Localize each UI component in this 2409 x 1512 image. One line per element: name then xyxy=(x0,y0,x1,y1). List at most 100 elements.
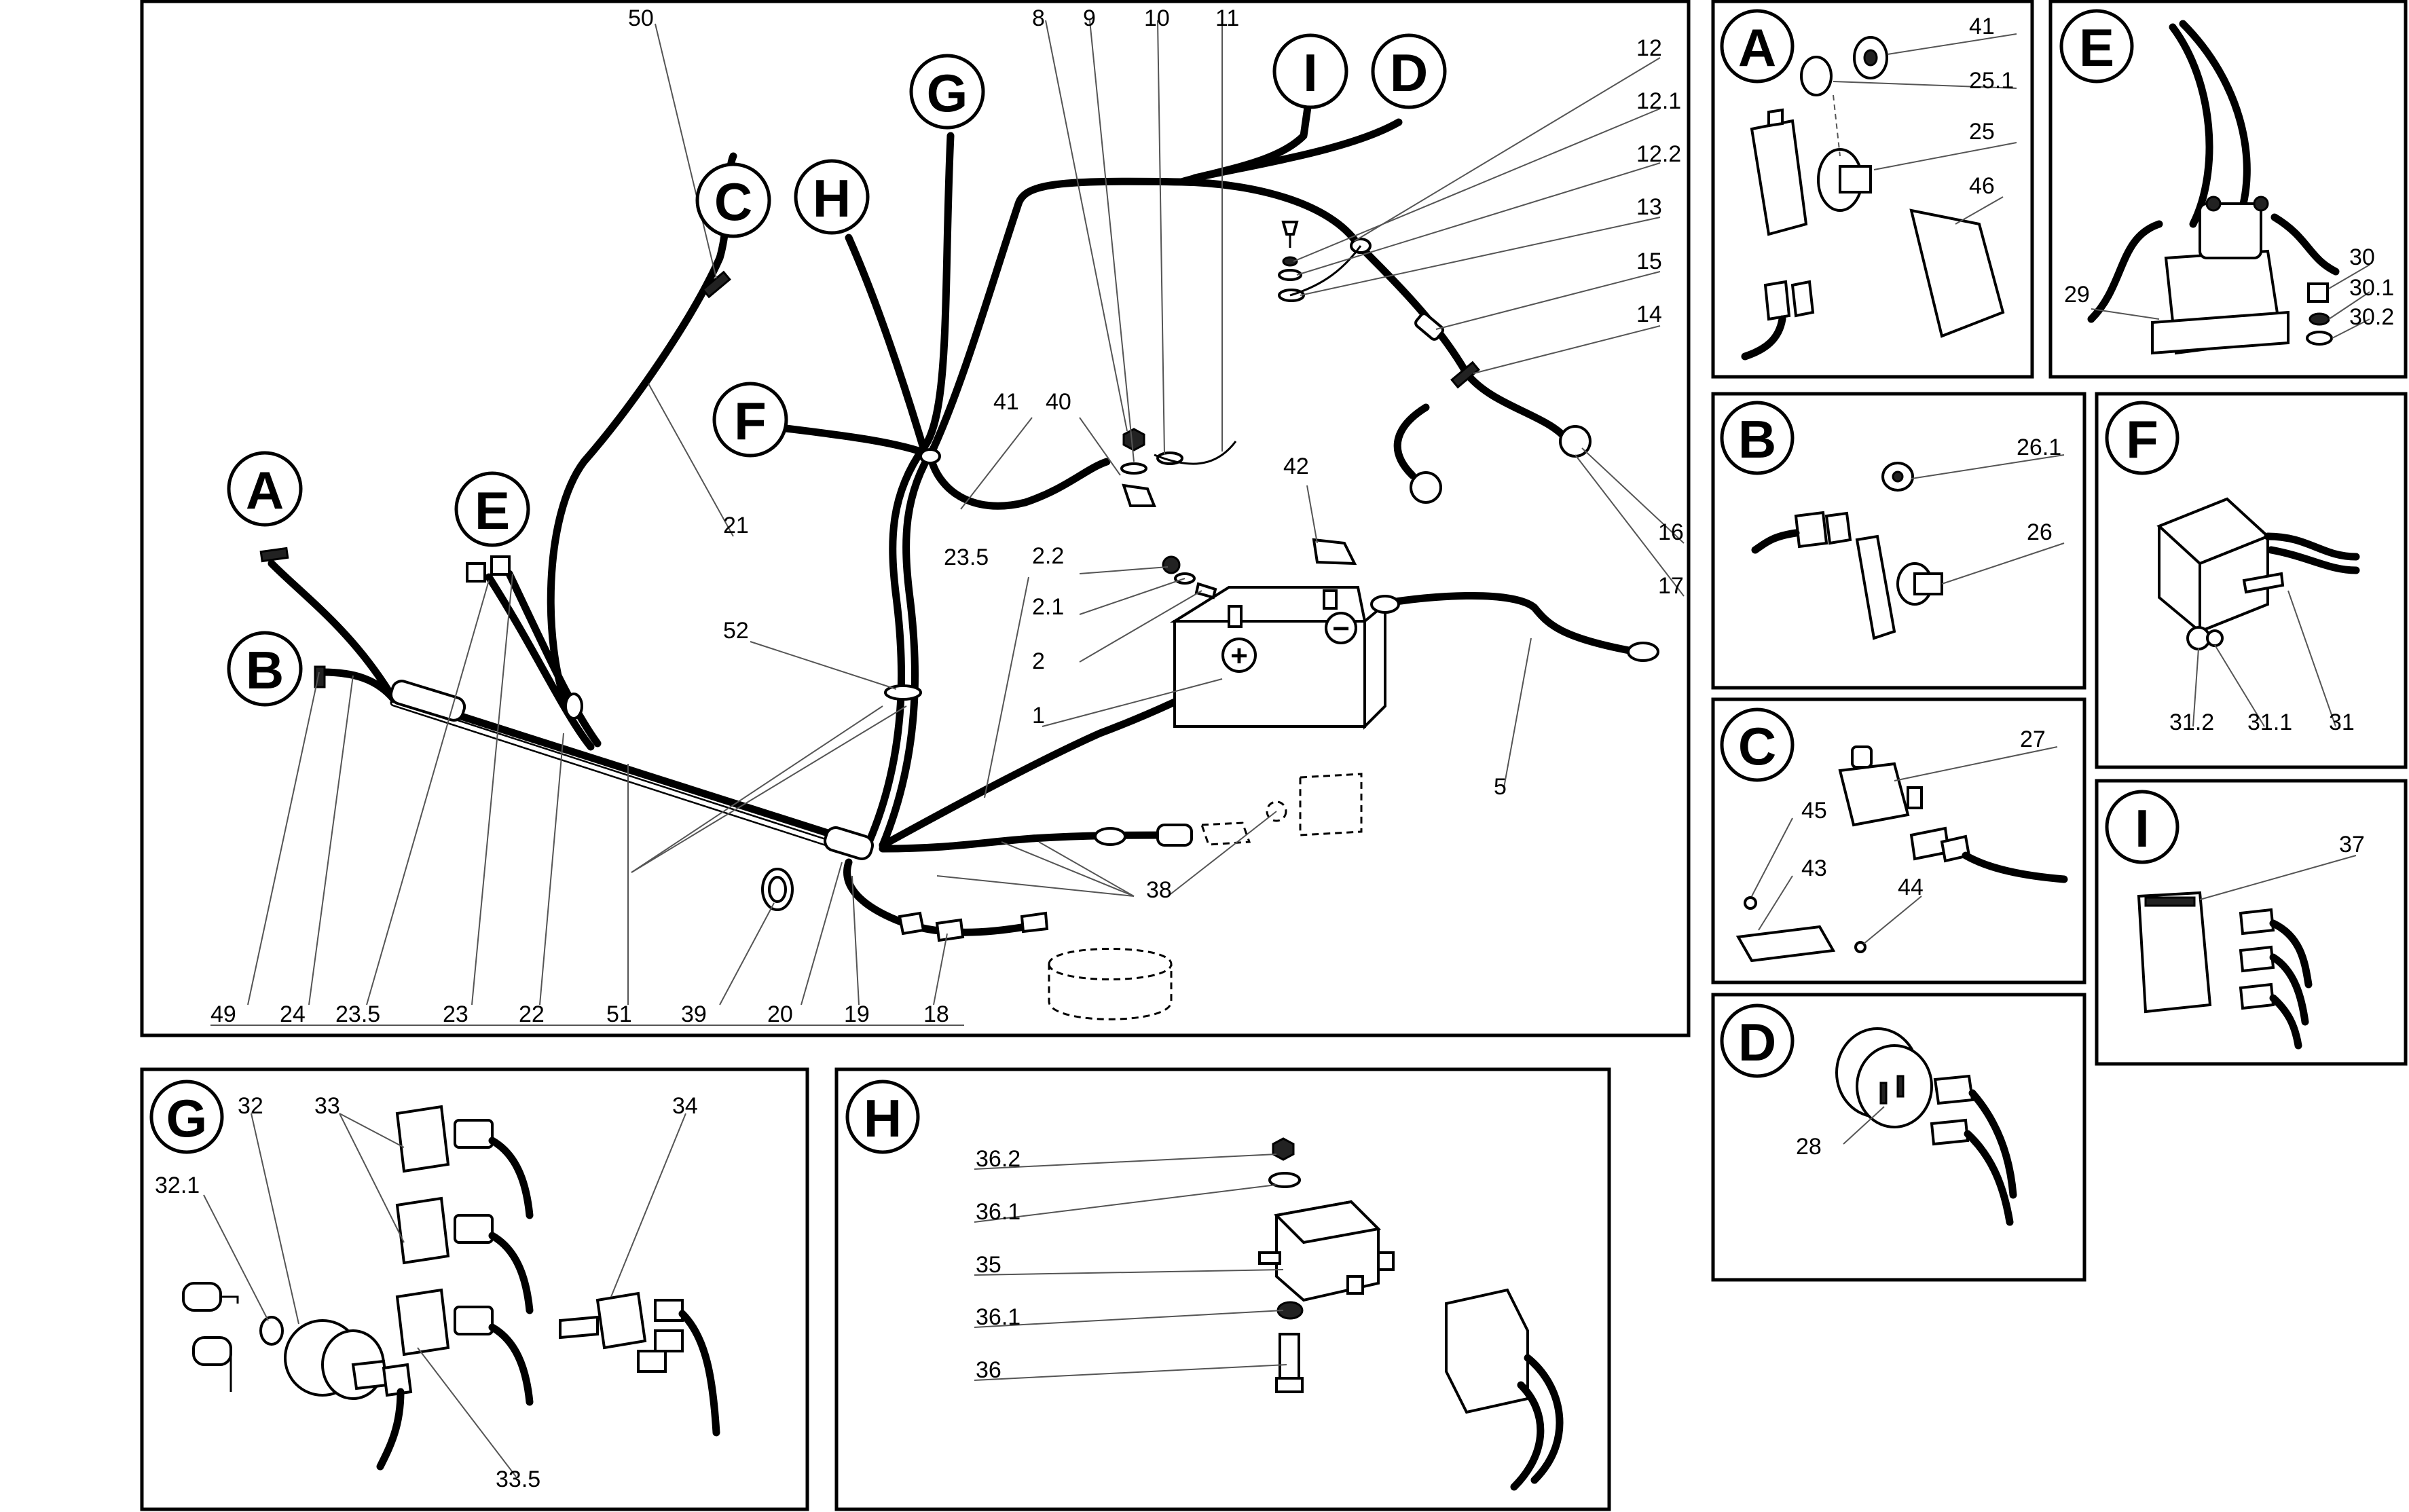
label-9: 9 xyxy=(1083,5,1096,31)
label-12-1: 12.1 xyxy=(1636,88,1681,114)
label-50: 50 xyxy=(628,5,654,31)
bubble-g: G xyxy=(909,54,985,130)
svg-text:I: I xyxy=(1303,43,1318,103)
svg-text:G: G xyxy=(166,1088,208,1148)
label-38: 38 xyxy=(1146,877,1172,903)
inset-h-label-36: 36 xyxy=(976,1357,1001,1383)
inset-d-label-28: 28 xyxy=(1796,1134,1822,1160)
e-tail-connectors xyxy=(466,555,511,583)
inset-g-label-33-5: 33.5 xyxy=(496,1467,540,1492)
bubble-i: I xyxy=(1272,33,1348,109)
svg-text:B: B xyxy=(1738,409,1776,469)
inset-i-label-37: 37 xyxy=(2339,832,2365,858)
inset-e-label-29: 29 xyxy=(2064,282,2090,308)
label-39: 39 xyxy=(681,1001,707,1027)
label-8: 8 xyxy=(1032,5,1045,31)
svg-text:A: A xyxy=(1738,18,1776,77)
svg-text:D: D xyxy=(1738,1012,1776,1072)
inset-c-label-44: 44 xyxy=(1898,874,1924,900)
battery-positive-symbol: + xyxy=(1230,640,1248,673)
inset-f: F 31.2 31.1 31 xyxy=(2095,392,2408,769)
label-23: 23 xyxy=(443,1001,468,1027)
svg-text:E: E xyxy=(2079,18,2114,77)
main-leaders xyxy=(210,20,1685,1026)
label-13: 13 xyxy=(1636,194,1662,220)
connector-38 xyxy=(898,773,1363,1020)
inset-c-label-45: 45 xyxy=(1801,798,1827,824)
label-52: 52 xyxy=(723,618,749,644)
inset-h-label-36-1b: 36.1 xyxy=(976,1304,1020,1330)
bubble-f: F xyxy=(712,382,788,458)
inset-a-label-25-1: 25.1 xyxy=(1969,68,2014,94)
label-23-5-mid: 23.5 xyxy=(944,545,989,570)
battery-negative-symbol: − xyxy=(1332,612,1350,646)
main-number-labels: 50 8 9 10 11 12 12.1 12.2 13 15 14 16 17… xyxy=(210,5,1684,1027)
harness-sleeves xyxy=(259,270,1480,861)
svg-text:H: H xyxy=(813,168,851,228)
main-harness-panel: + − xyxy=(140,0,1691,1037)
inset-f-label-31-1: 31.1 xyxy=(2247,709,2292,735)
inset-e-label-30-2: 30.2 xyxy=(2349,304,2394,330)
inset-g-label-32: 32 xyxy=(238,1093,263,1119)
svg-text:C: C xyxy=(1738,716,1776,776)
rocker-switch-3 xyxy=(395,1288,534,1406)
inset-b-label-26: 26 xyxy=(2027,519,2053,545)
inset-a: A 41 25.1 25 46 xyxy=(1711,0,2034,379)
inset-g-label-34: 34 xyxy=(672,1093,698,1119)
bubble-c: C xyxy=(695,162,771,238)
inset-c-label-43: 43 xyxy=(1801,855,1827,881)
bubble-d: D xyxy=(1371,33,1447,109)
label-20: 20 xyxy=(767,1001,793,1027)
label-2: 2 xyxy=(1032,648,1045,674)
inset-b: B 26.1 26 xyxy=(1711,392,2086,690)
inset-g-label-32-1: 32.1 xyxy=(155,1173,200,1198)
svg-text:H: H xyxy=(864,1088,902,1148)
bubble-b: B xyxy=(227,631,303,707)
label-5: 5 xyxy=(1494,774,1507,800)
label-11: 11 xyxy=(1215,5,1239,31)
svg-text:G: G xyxy=(927,63,968,123)
label-51: 51 xyxy=(606,1001,632,1027)
svg-text:I: I xyxy=(2135,798,2150,858)
inset-a-label-46: 46 xyxy=(1969,173,1995,199)
label-41: 41 xyxy=(993,389,1019,415)
svg-text:F: F xyxy=(2126,409,2158,469)
battery: + − xyxy=(1170,586,1386,730)
label-1: 1 xyxy=(1032,703,1045,729)
label-17: 17 xyxy=(1658,573,1684,599)
label-2-1: 2.1 xyxy=(1032,594,1064,620)
inset-e-label-30-1: 30.1 xyxy=(2349,275,2394,301)
inset-f-label-31: 31 xyxy=(2329,709,2355,735)
svg-text:F: F xyxy=(734,391,767,451)
label-10: 10 xyxy=(1144,5,1170,31)
inset-h-label-36-2: 36.2 xyxy=(976,1146,1020,1172)
label-22: 22 xyxy=(519,1001,545,1027)
label-14: 14 xyxy=(1636,301,1662,327)
label-15: 15 xyxy=(1636,248,1662,274)
inset-h-label-35: 35 xyxy=(976,1252,1001,1278)
inset-e-label-30: 30 xyxy=(2349,244,2375,270)
label-19: 19 xyxy=(844,1001,870,1027)
rocker-switch-2 xyxy=(395,1196,534,1314)
svg-text:A: A xyxy=(246,460,284,520)
label-12: 12 xyxy=(1636,35,1662,61)
label-18: 18 xyxy=(923,1001,949,1027)
inset-a-label-41: 41 xyxy=(1969,14,1995,39)
inset-d: D 28 xyxy=(1711,993,2086,1282)
inset-c: C 27 45 43 44 xyxy=(1711,697,2086,984)
fasteners xyxy=(761,221,1659,911)
label-21: 21 xyxy=(723,513,749,538)
inset-i: I 37 xyxy=(2095,779,2408,1066)
inset-h-label-36-1a: 36.1 xyxy=(976,1199,1020,1225)
label-12-2: 12.2 xyxy=(1636,141,1681,167)
svg-text:C: C xyxy=(714,172,752,232)
label-49: 49 xyxy=(210,1001,236,1027)
label-24: 24 xyxy=(280,1001,306,1027)
inset-f-label-31-2: 31.2 xyxy=(2169,709,2214,735)
inset-g: G xyxy=(140,1067,809,1511)
inset-b-label-26-1: 26.1 xyxy=(2017,435,2061,460)
svg-text:D: D xyxy=(1390,43,1428,103)
label-40: 40 xyxy=(1046,389,1071,415)
svg-text:B: B xyxy=(246,640,284,700)
